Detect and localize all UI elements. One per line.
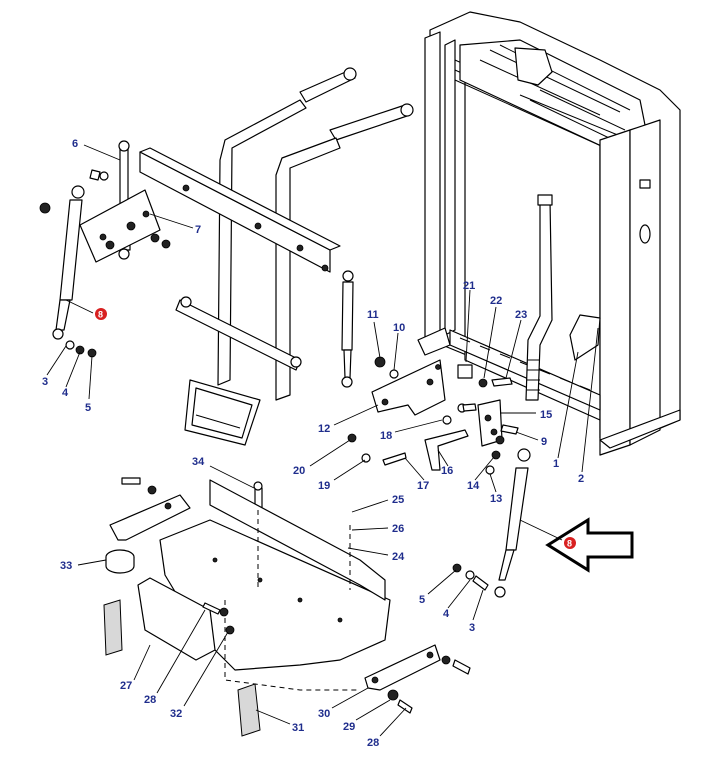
callout-32: 32 [170, 708, 182, 720]
callout-8-left: 8 [98, 310, 103, 320]
callout-28-right: 28 [367, 737, 379, 749]
callout-22: 22 [490, 295, 502, 307]
gas-strut-left [39, 185, 97, 358]
gas-strut-centre [341, 270, 399, 388]
callout-7: 7 [195, 224, 201, 236]
callout-30: 30 [318, 708, 330, 720]
callout-25: 25 [392, 494, 404, 506]
callout-3-left: 3 [42, 376, 48, 388]
callout-29: 29 [343, 721, 355, 733]
callout-26: 26 [392, 523, 404, 535]
callout-23: 23 [515, 309, 527, 321]
callout-21: 21 [463, 280, 475, 292]
callout-28-left: 28 [144, 694, 156, 706]
callout-15: 15 [540, 409, 552, 421]
leader-lines [46, 144, 599, 737]
strut-upper-left [79, 140, 171, 263]
plate-12 [371, 359, 452, 425]
callout-6: 6 [72, 138, 78, 150]
callout-12: 12 [318, 423, 330, 435]
callout-18: 18 [380, 430, 392, 442]
gas-strut-right [452, 448, 531, 598]
callout-1: 1 [553, 458, 559, 470]
callout-20: 20 [293, 465, 305, 477]
callout-5-right: 5 [419, 594, 425, 606]
callout-11: 11 [367, 309, 379, 321]
handle-frame [139, 67, 414, 446]
radiator-top-tank [459, 39, 651, 151]
callout-4-left: 4 [62, 387, 69, 399]
callout-33: 33 [60, 560, 72, 572]
hardware-21-23 [347, 364, 519, 475]
callout-2: 2 [578, 473, 584, 485]
callout-31: 31 [292, 722, 304, 734]
callout-14: 14 [467, 480, 480, 492]
radiator-assembly [417, 11, 681, 456]
callout-10: 10 [393, 322, 405, 334]
callout-5-left: 5 [85, 402, 91, 414]
callout-17: 17 [417, 480, 429, 492]
callout-27: 27 [120, 680, 132, 692]
base-plate [103, 477, 471, 737]
callout-16: 16 [441, 465, 453, 477]
callout-24: 24 [392, 551, 405, 563]
callout-labels: 6 7 8 3 4 5 11 10 12 18 20 19 17 16 14 1… [42, 138, 584, 749]
callout-4-right: 4 [443, 608, 450, 620]
callout-3-right: 3 [469, 622, 475, 634]
callout-34: 34 [192, 456, 205, 468]
callout-19: 19 [318, 480, 330, 492]
callout-9: 9 [541, 436, 547, 448]
pointer-arrow-icon [545, 517, 634, 573]
highlight-marker-8-right: 8 [564, 537, 576, 549]
highlight-marker-8-left: 8 [95, 308, 107, 320]
callout-8-right: 8 [567, 539, 572, 549]
callout-13: 13 [490, 493, 502, 505]
